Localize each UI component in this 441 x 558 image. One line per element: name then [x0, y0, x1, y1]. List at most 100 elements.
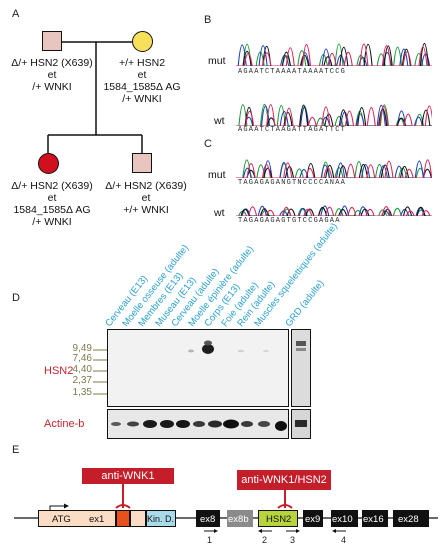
ex8b-label: ex8b: [228, 514, 249, 525]
actin-band: [258, 421, 270, 427]
actin-blot-label: Actine-b: [44, 418, 85, 430]
chromatogram-trace: [236, 42, 432, 66]
marker-label: 7,46: [72, 353, 92, 364]
chromatogram-trace: [236, 206, 432, 216]
b-mut-label: mut: [208, 55, 226, 67]
hsn2-bands: [188, 340, 269, 354]
mother-symbol: [132, 31, 153, 52]
father-symbol: [42, 31, 62, 51]
daughter-symbol: [38, 153, 59, 174]
c-mut-label: mut: [208, 169, 226, 181]
actin-band: [208, 420, 222, 428]
chromatogram-trace: [236, 159, 432, 178]
chromatogram-trace: [236, 104, 432, 126]
grd-band: [296, 341, 306, 346]
b-mut-sequence: AGAATCTAAAATAAAATCCG: [238, 68, 347, 76]
marker-label: 4,40: [72, 364, 92, 375]
marker-label: 1,35: [72, 387, 92, 398]
chromatogram-trace: [236, 104, 432, 126]
grd-bands: [296, 341, 306, 351]
exon1-tail: [130, 510, 146, 527]
genotype-line: et: [47, 69, 57, 81]
father-genotype: Δ/+ HSN2 (X639) et /+ WNKI: [2, 57, 102, 93]
b-wt-label: wt: [214, 115, 225, 127]
primer-label: 3: [290, 535, 296, 545]
genotype-line: Δ/+ HSN2 (X639): [11, 180, 93, 192]
b-wt-sequence: AGAATCTAAGATTAGATTCT: [238, 126, 347, 134]
pedigree-lines: [47, 41, 143, 153]
actin-band: [223, 419, 239, 429]
atg-label: ATG: [52, 514, 71, 525]
chromatogram-b-mut: [236, 42, 432, 66]
genotype-line: +/+ WNKI: [123, 204, 169, 216]
marker-label: 2,37: [72, 375, 92, 386]
hsn2-band: [188, 349, 194, 353]
genotype-line: Δ/+ HSN2 (X639): [105, 180, 187, 192]
grd-band: [296, 348, 306, 351]
hsn2-blot: [107, 329, 289, 407]
primer-label: 1: [207, 535, 213, 545]
actin-band: [241, 421, 253, 427]
hsn2-blot-label: HSN2: [44, 365, 74, 377]
kin-label: Kin. D.: [147, 514, 175, 524]
exon28: [393, 510, 429, 527]
exon1-epitope: [116, 510, 130, 527]
anti-wnk1-hsn2-box: anti-WNK1/HSN2: [237, 470, 331, 490]
genotype-line: et: [141, 192, 151, 204]
son-symbol: [132, 153, 152, 173]
genotype-line: /+ WNKI: [32, 216, 72, 228]
actin-band: [127, 421, 139, 427]
marker-label: 9,49: [72, 343, 92, 354]
hsn2-exon-label: HSN2: [266, 514, 292, 525]
actin-band: [176, 420, 190, 428]
actin-bands: [111, 419, 287, 431]
actin-band: [143, 420, 157, 428]
genotype-line: +/+ HSN2: [118, 57, 166, 69]
chromatogram-trace: [236, 43, 432, 66]
chromatogram-trace: [236, 44, 432, 66]
hsn2-band: [204, 340, 212, 346]
chromatogram-trace: [236, 206, 432, 216]
marker-ticks: [93, 349, 107, 395]
hsn2-band: [202, 344, 214, 354]
ex28-label: ex28: [398, 514, 419, 525]
genotype-line: 1584_1585Δ AG: [103, 81, 181, 93]
hsn2-exon: [258, 510, 298, 527]
chromatogram-trace: [236, 104, 432, 126]
panel-d-letter: D: [12, 292, 20, 304]
panel-e-letter: E: [12, 444, 20, 456]
genotype-line: /+ WNKI: [32, 81, 72, 93]
c-mut-sequence: TAGAGAGANGTNCCCCANAA: [238, 179, 347, 187]
c-wt-sequence: TAGAGAGAGTGTCCGAGAA: [238, 217, 341, 225]
panel-c-letter: C: [204, 138, 212, 150]
chromatogram-c-wt: [236, 205, 432, 216]
son-genotype: Δ/+ HSN2 (X639) et +/+ WNKI: [96, 180, 196, 216]
chromatogram-trace: [236, 160, 432, 178]
genotype-line: /+ WNKI: [122, 93, 162, 105]
hsn2-band: [238, 349, 244, 353]
exon8b: [227, 510, 253, 527]
c-wt-label: wt: [214, 207, 225, 219]
kinase-domain: [146, 510, 176, 527]
daughter-genotype: Δ/+ HSN2 (X639) et 1584_1585Δ AG /+ WNKI: [2, 180, 102, 228]
ex16-label: ex16: [363, 514, 384, 525]
panel-a-letter: A: [12, 8, 20, 20]
ex10-label: ex10: [332, 514, 353, 525]
actin-band: [295, 420, 307, 427]
genotype-line: et: [137, 69, 147, 81]
ex1-label: ex1: [89, 514, 105, 525]
genotype-line: Δ/+ HSN2 (X639): [11, 57, 93, 69]
actin-band: [111, 422, 121, 426]
exon10: [331, 510, 358, 527]
actin-band: [193, 421, 205, 427]
exon8: [196, 510, 220, 527]
actin-band: [160, 420, 174, 428]
chromatogram-trace: [236, 205, 432, 216]
anti-wnk1-box: anti-WNK1: [82, 468, 174, 484]
chromatogram-trace: [236, 43, 432, 66]
chromatogram-b-wt: [236, 103, 432, 126]
actin-grd-band: [295, 420, 307, 427]
panel-b-letter: B: [204, 14, 212, 26]
genotype-line: 1584_1585Δ AG: [13, 204, 91, 216]
genotype-line: et: [47, 192, 57, 204]
